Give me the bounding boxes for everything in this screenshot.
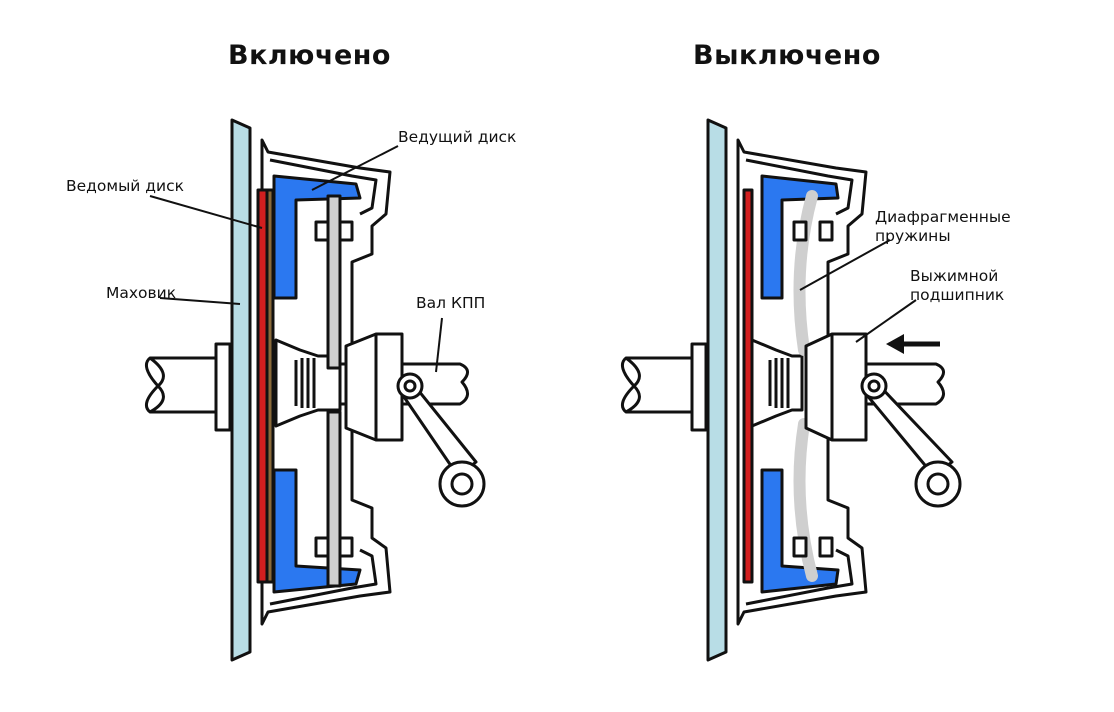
leader-driven-disc [149, 195, 263, 229]
engaged-title: Включено [228, 40, 391, 71]
leader-driving-disc [311, 145, 399, 191]
label-flywheel: Маховик [106, 284, 177, 302]
label-release-bearing: Выжимной подшипник [910, 267, 1004, 305]
label-bearing-line2: подшипник [910, 286, 1005, 304]
engaged-leader-lines [149, 145, 443, 373]
leader-shaft [435, 317, 443, 373]
engaged-clutch [144, 118, 486, 662]
label-diaphragm-springs: Диафрагменные пружины [875, 208, 1011, 246]
left-arrow-icon [886, 334, 940, 354]
label-driven-disc: Ведомый диск [66, 177, 184, 195]
label-bearing-line1: Выжимной [910, 267, 999, 285]
disengaged-title: Выключено [693, 40, 881, 71]
label-driving-disc: Ведущий диск [398, 128, 517, 146]
disengaged-clutch [620, 118, 962, 662]
label-diaphragm-line1: Диафрагменные [875, 208, 1011, 226]
label-diaphragm-line2: пружины [875, 227, 951, 245]
leader-diaphragm [799, 239, 891, 291]
leader-flywheel [159, 297, 241, 305]
disengaged-leader-lines [799, 239, 917, 343]
label-shaft: Вал КПП [416, 294, 486, 312]
leader-bearing [855, 299, 917, 343]
